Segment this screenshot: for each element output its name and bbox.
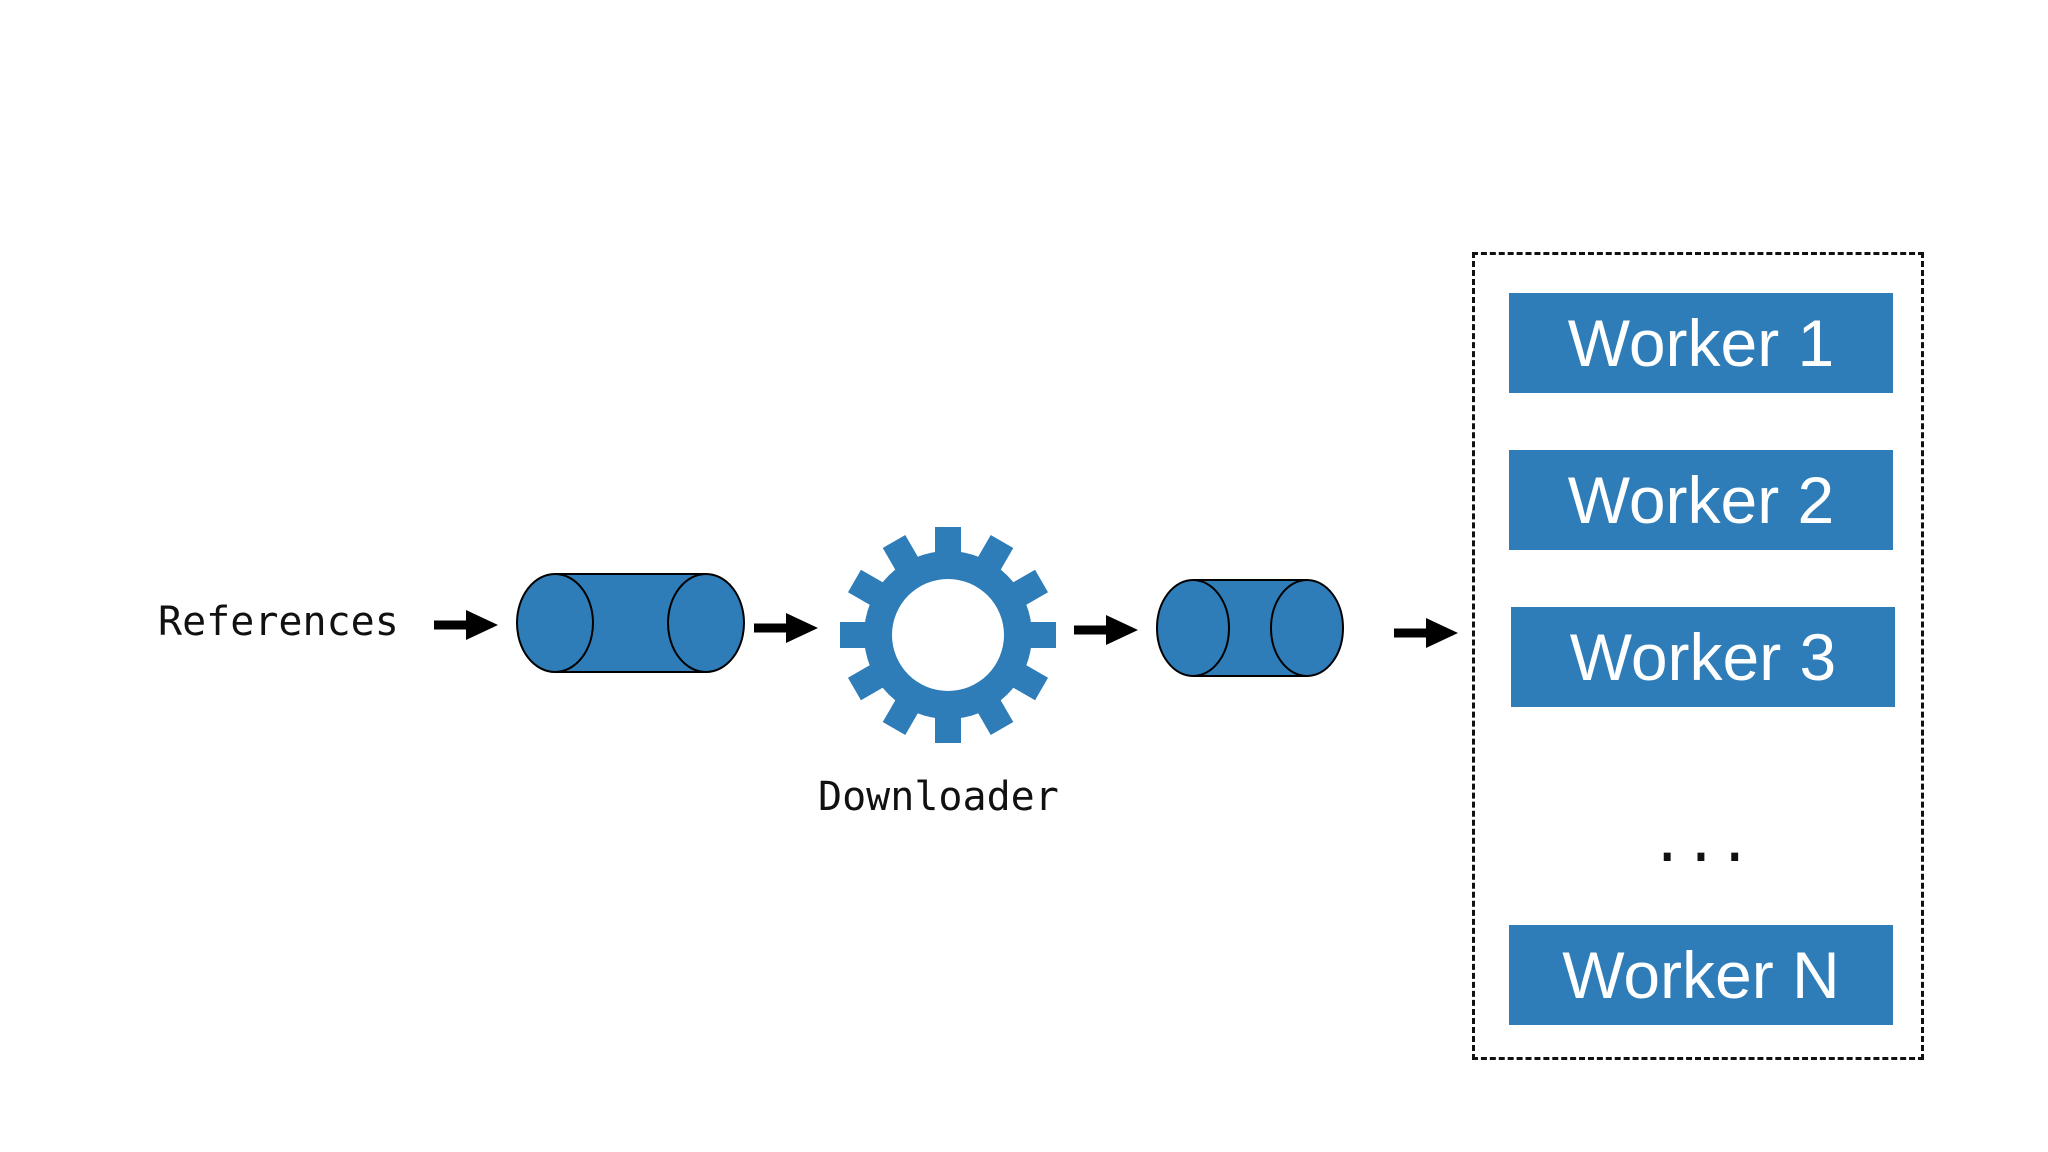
references-label: References	[158, 599, 399, 645]
downloader-label: Downloader	[818, 774, 1059, 820]
worker-pool: Worker 1 Worker 2 Worker 3 ... Worker N	[1472, 252, 1924, 1060]
gear-icon	[840, 527, 1056, 743]
arrow-right-icon	[1394, 618, 1458, 648]
more-workers-ellipsis: ...	[1650, 810, 1752, 875]
worker-box-1: Worker 1	[1509, 293, 1893, 393]
worker-box-2: Worker 2	[1509, 450, 1893, 550]
queue-cylinder-2	[1156, 579, 1344, 677]
arrow-right-icon	[434, 610, 498, 640]
arrow-right-icon	[1074, 615, 1138, 645]
queue-cylinder-1	[516, 573, 745, 673]
arrow-right-icon	[754, 613, 818, 643]
worker-box-3: Worker 3	[1511, 607, 1895, 707]
worker-box-n: Worker N	[1509, 925, 1893, 1025]
